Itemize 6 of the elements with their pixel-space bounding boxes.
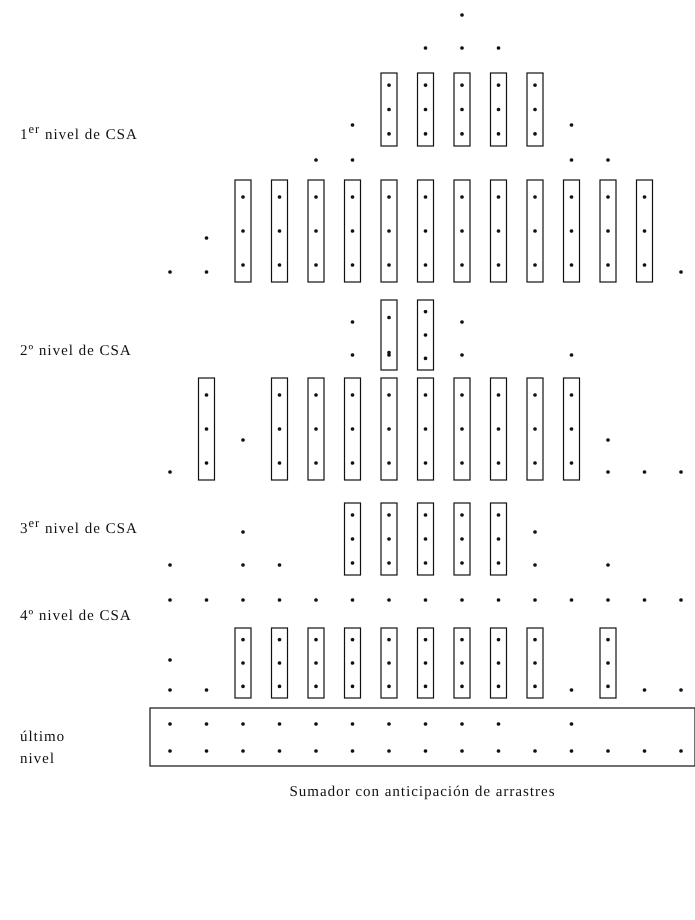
level-label: 1$^{er}$ nivel de CSA: [20, 122, 138, 144]
level-label: último nivel: [20, 728, 66, 769]
caption: Sumador con anticipación de arrastres: [288, 784, 557, 801]
level-label: 3$^{er}$ nivel de CSA: [20, 516, 138, 538]
level-label: 4º nivel de CSA: [20, 608, 132, 625]
level-label: 2º nivel de CSA: [20, 343, 132, 360]
